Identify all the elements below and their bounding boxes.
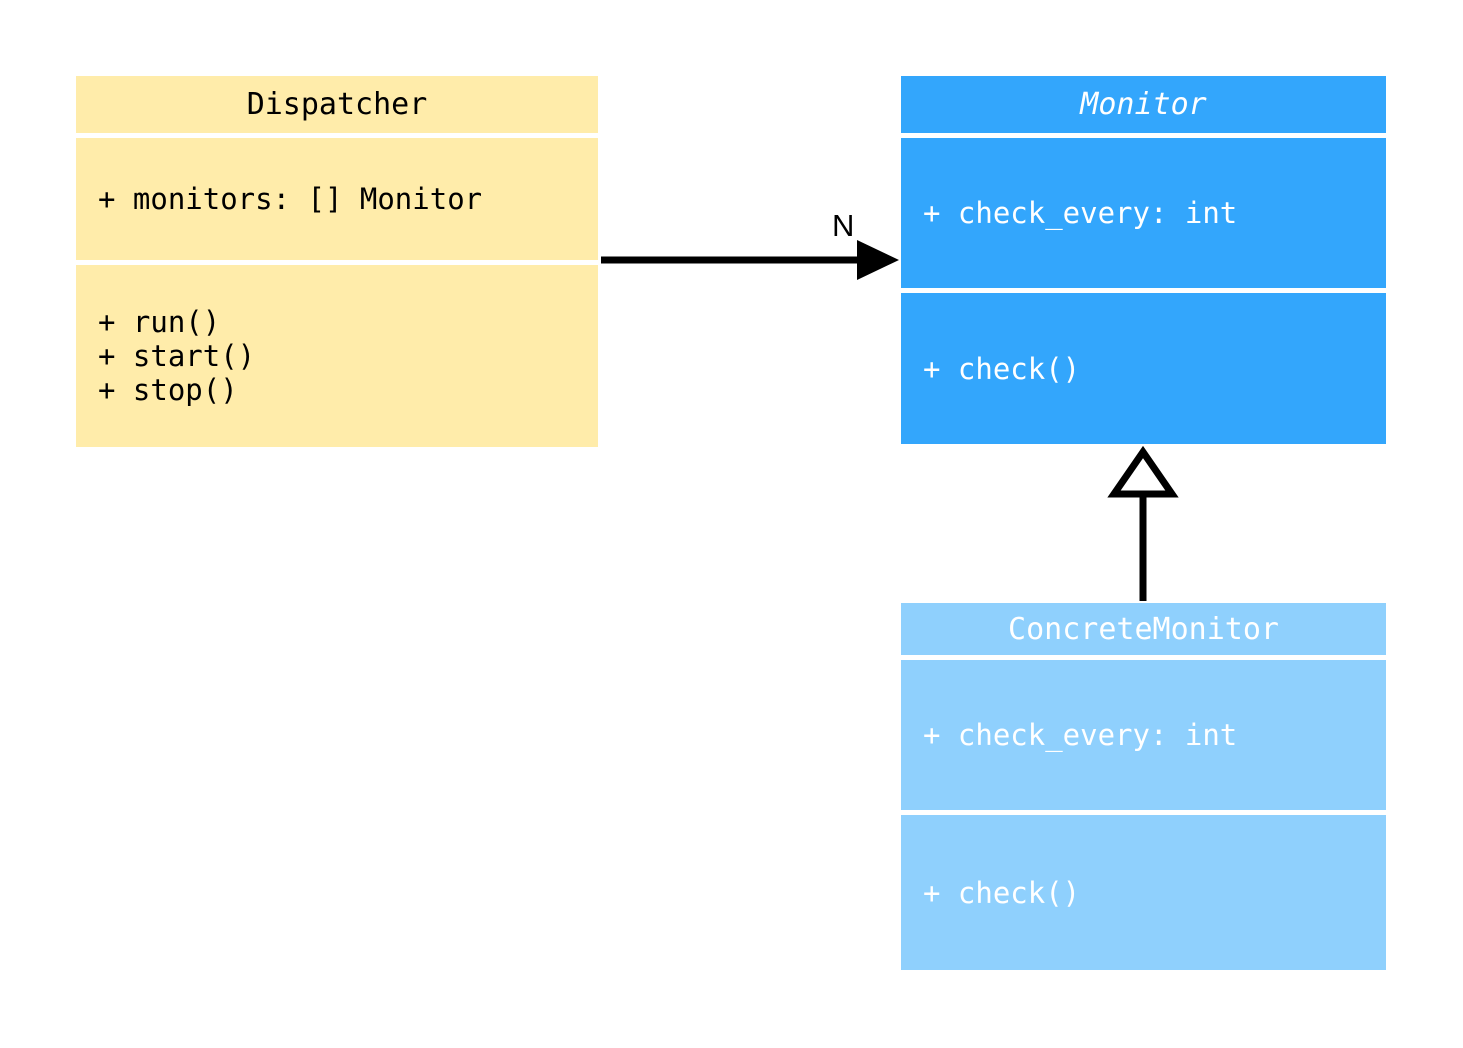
class-divider: [901, 655, 1386, 660]
multiplicity-label-n: N: [832, 208, 855, 243]
operation-row: + run(): [98, 305, 221, 339]
hollow-triangle-arrowhead-icon: [1107, 445, 1179, 498]
attribute-row: + monitors: [] Monitor: [98, 182, 483, 216]
association-dispatcher-monitor: [601, 240, 899, 280]
operation-row: + check(): [923, 875, 1081, 910]
class-operations-dispatcher: + run() + start() + stop(): [76, 265, 598, 447]
class-title-concrete-monitor: ConcreteMonitor: [901, 603, 1386, 655]
class-divider: [901, 810, 1386, 815]
class-box-concrete-monitor[interactable]: ConcreteMonitor + check_every: int + che…: [901, 603, 1386, 970]
class-attributes-monitor: + check_every: int: [901, 138, 1386, 288]
class-operations-monitor: + check(): [901, 293, 1386, 444]
attribute-row: + check_every: int: [923, 196, 1238, 230]
filled-arrowhead-icon: [857, 240, 899, 280]
class-title-monitor: Monitor: [901, 76, 1386, 133]
operation-row: + start(): [98, 339, 256, 373]
class-divider: [901, 133, 1386, 138]
attribute-row: + check_every: int: [923, 718, 1238, 752]
class-operations-concrete-monitor: + check(): [901, 815, 1386, 970]
class-title-dispatcher: Dispatcher: [76, 76, 598, 133]
class-divider: [901, 288, 1386, 293]
class-divider: [76, 133, 598, 138]
operation-row: + stop(): [98, 373, 238, 407]
class-attributes-concrete-monitor: + check_every: int: [901, 660, 1386, 810]
operation-row: + check(): [923, 351, 1081, 386]
class-box-monitor[interactable]: Monitor + check_every: int + check(): [901, 76, 1386, 444]
class-box-dispatcher[interactable]: Dispatcher + monitors: [] Monitor + run(…: [76, 76, 598, 447]
generalization-concrete-monitor-monitor: [1107, 445, 1179, 601]
class-divider: [76, 260, 598, 265]
class-attributes-dispatcher: + monitors: [] Monitor: [76, 138, 598, 260]
